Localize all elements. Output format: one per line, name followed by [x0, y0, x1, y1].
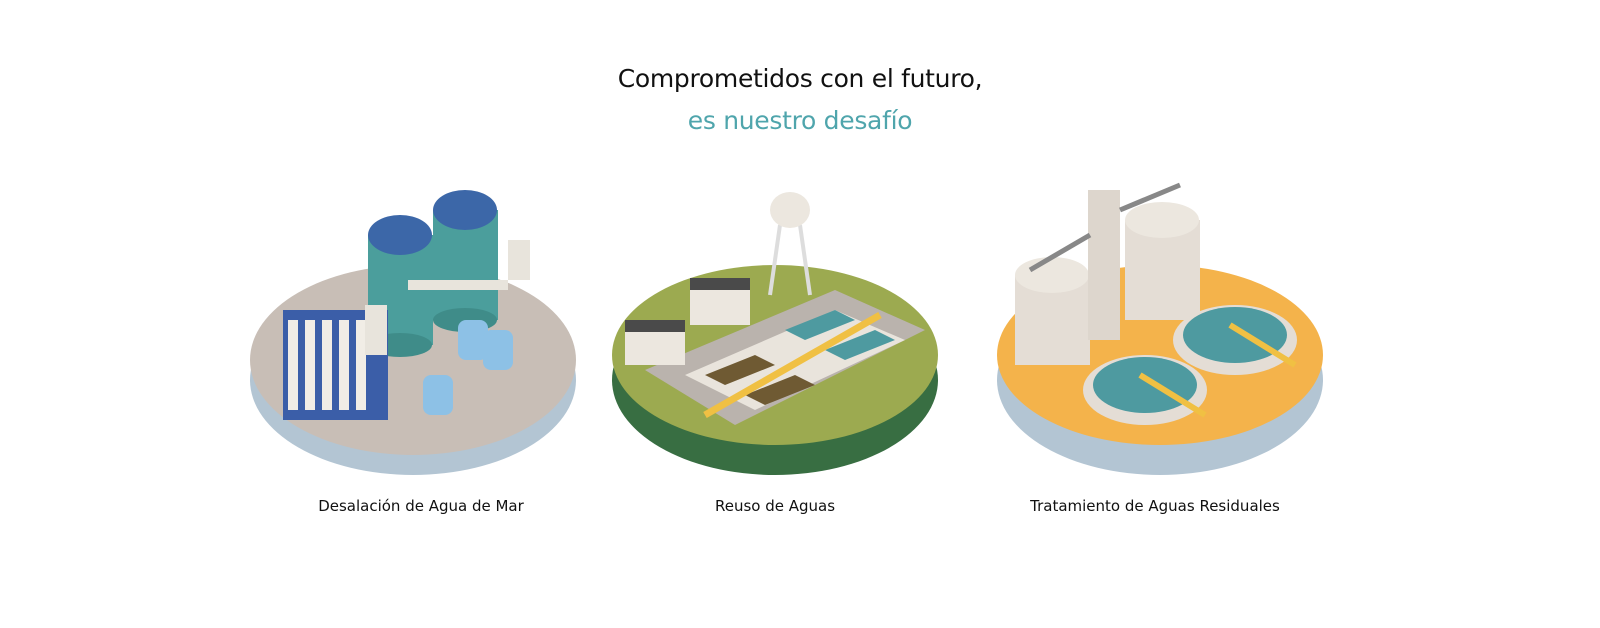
service-label-wastewater: Tratamiento de Aguas Residuales — [1030, 497, 1280, 515]
water-reuse-plant-illustration — [612, 192, 938, 475]
service-label-reuse: Reuso de Aguas — [714, 497, 836, 515]
wastewater-treatment-illustration — [997, 182, 1323, 475]
headline-accent: es nuestro desafío — [687, 106, 913, 135]
desalination-plant-illustration — [250, 190, 576, 475]
service-label-desalination: Desalación de Agua de Mar — [318, 497, 524, 515]
headline-primary: Comprometidos con el futuro, — [617, 64, 983, 93]
